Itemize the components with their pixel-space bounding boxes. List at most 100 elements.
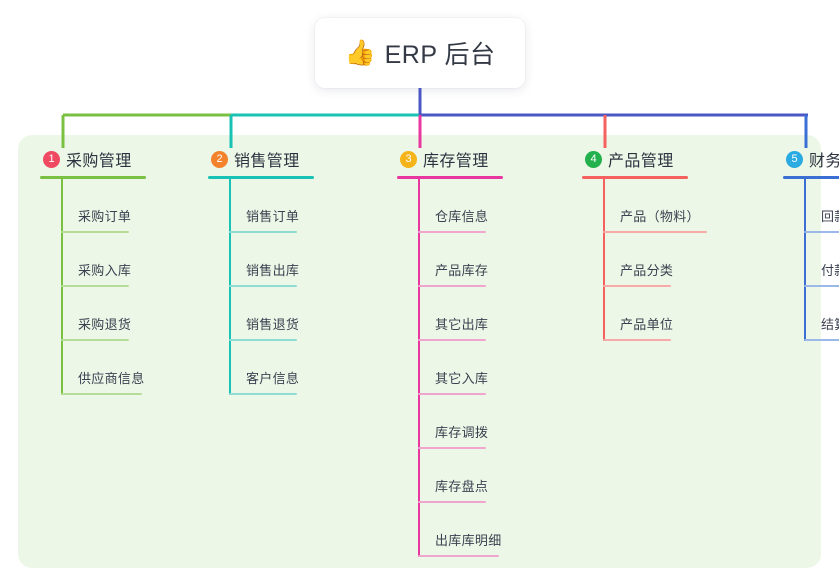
leaf-rule [804, 285, 839, 287]
branch-underline-5 [783, 176, 839, 179]
leaf-rule [418, 555, 499, 557]
leaf-rule [418, 285, 486, 287]
leaf-label: 采购订单 [78, 209, 132, 224]
leaf-label: 销售退货 [246, 317, 300, 332]
leaf-item[interactable]: 其它入库 [397, 341, 547, 395]
branch-header-3[interactable]: 3 库存管理 [397, 146, 547, 172]
branch-stem-5 [804, 179, 806, 341]
branch-header-2[interactable]: 2 销售管理 [208, 146, 358, 172]
leaf-item[interactable]: 结算账户 [783, 287, 839, 341]
leaf-label: 客户信息 [246, 371, 300, 386]
leaf-item[interactable]: 产品分类 [582, 233, 742, 287]
branch-stem-3 [418, 179, 420, 557]
leaf-rule [418, 501, 486, 503]
branch-column-5: 5 财务管理 回款单 付款单 结算账户 [783, 146, 839, 341]
branch-stem-1 [61, 179, 63, 395]
leaf-list-3: 仓库信息 产品库存 其它出库 其它入库 库存调拨 库存盘点 [397, 179, 547, 557]
branch-underline-4 [582, 176, 688, 179]
branch-header-1[interactable]: 1 采购管理 [40, 146, 190, 172]
branch-column-3: 3 库存管理 仓库信息 产品库存 其它出库 其它入库 库存调拨 [397, 146, 547, 557]
leaf-label: 其它入库 [435, 371, 489, 386]
leaf-label: 销售出库 [246, 263, 300, 278]
branch-underline-3 [397, 176, 503, 179]
leaf-rule [229, 393, 297, 395]
leaf-rule [603, 231, 707, 233]
branch-header-4[interactable]: 4 产品管理 [582, 146, 742, 172]
leaf-item[interactable]: 产品单位 [582, 287, 742, 341]
branch-label-2: 销售管理 [234, 153, 300, 170]
leaf-item[interactable]: 客户信息 [208, 341, 358, 395]
leaf-label: 采购退货 [78, 317, 132, 332]
leaf-item[interactable]: 采购订单 [40, 179, 190, 233]
leaf-item[interactable]: 出库库明细 [397, 503, 547, 557]
branch-badge-5: 5 [786, 150, 803, 168]
leaf-list-4: 产品（物料） 产品分类 产品单位 [582, 179, 742, 341]
leaf-rule [229, 339, 297, 341]
branch-badge-1: 1 [43, 150, 60, 168]
leaf-label: 回款单 [821, 209, 839, 224]
leaf-item[interactable]: 库存盘点 [397, 449, 547, 503]
leaf-item[interactable]: 仓库信息 [397, 179, 547, 233]
leaf-label: 付款单 [821, 263, 839, 278]
leaf-list-2: 销售订单 销售出库 销售退货 客户信息 [208, 179, 358, 395]
branch-stem-2 [229, 179, 231, 395]
leaf-item[interactable]: 其它出库 [397, 287, 547, 341]
branch-label-3: 库存管理 [423, 153, 489, 170]
leaf-item[interactable]: 付款单 [783, 233, 839, 287]
leaf-label: 仓库信息 [435, 209, 489, 224]
root-title: ERP 后台 [384, 41, 496, 69]
branch-badge-2: 2 [211, 150, 228, 168]
branch-badge-3: 3 [400, 150, 417, 168]
leaf-rule [61, 393, 142, 395]
branch-underline-1 [40, 176, 146, 179]
leaf-list-1: 采购订单 采购入库 采购退货 供应商信息 [40, 179, 190, 395]
leaf-rule [418, 393, 486, 395]
leaf-rule [229, 285, 297, 287]
leaf-rule [61, 285, 129, 287]
leaf-label: 库存调拨 [435, 425, 489, 440]
leaf-rule [418, 447, 486, 449]
leaf-rule [804, 231, 839, 233]
leaf-rule [804, 339, 839, 341]
leaf-label: 库存盘点 [435, 479, 489, 494]
branch-label-1: 采购管理 [66, 153, 132, 170]
leaf-item[interactable]: 产品库存 [397, 233, 547, 287]
leaf-label: 结算账户 [821, 317, 839, 332]
leaf-label: 产品分类 [620, 263, 674, 278]
branch-stem-4 [603, 179, 605, 341]
leaf-rule [61, 231, 129, 233]
leaf-rule [418, 231, 486, 233]
leaf-label: 出库库明细 [435, 533, 502, 548]
leaf-item[interactable]: 产品（物料） [582, 179, 742, 233]
branch-badge-4: 4 [585, 150, 602, 168]
branch-column-4: 4 产品管理 产品（物料） 产品分类 产品单位 [582, 146, 742, 341]
leaf-rule [603, 285, 671, 287]
leaf-rule [418, 339, 486, 341]
leaf-label: 产品库存 [435, 263, 489, 278]
leaf-item[interactable]: 销售订单 [208, 179, 358, 233]
leaf-list-5: 回款单 付款单 结算账户 [783, 179, 839, 341]
leaf-label: 采购入库 [78, 263, 132, 278]
thumbs-up-icon: 👍 [344, 38, 376, 67]
branch-underline-2 [208, 176, 314, 179]
leaf-label: 销售订单 [246, 209, 300, 224]
leaf-item[interactable]: 库存调拨 [397, 395, 547, 449]
leaf-item[interactable]: 供应商信息 [40, 341, 190, 395]
leaf-label: 供应商信息 [78, 371, 145, 386]
branch-label-4: 产品管理 [608, 153, 674, 170]
leaf-item[interactable]: 销售出库 [208, 233, 358, 287]
leaf-item[interactable]: 采购入库 [40, 233, 190, 287]
leaf-label: 其它出库 [435, 317, 489, 332]
leaf-item[interactable]: 采购退货 [40, 287, 190, 341]
leaf-rule [61, 339, 129, 341]
branch-header-5[interactable]: 5 财务管理 [783, 146, 839, 172]
branch-column-1: 1 采购管理 采购订单 采购入库 采购退货 供应商信息 [40, 146, 190, 395]
root-node[interactable]: 👍 ERP 后台 [315, 18, 525, 88]
leaf-item[interactable]: 销售退货 [208, 287, 358, 341]
leaf-rule [229, 231, 297, 233]
leaf-item[interactable]: 回款单 [783, 179, 839, 233]
branch-column-2: 2 销售管理 销售订单 销售出库 销售退货 客户信息 [208, 146, 358, 395]
leaf-rule [603, 339, 671, 341]
